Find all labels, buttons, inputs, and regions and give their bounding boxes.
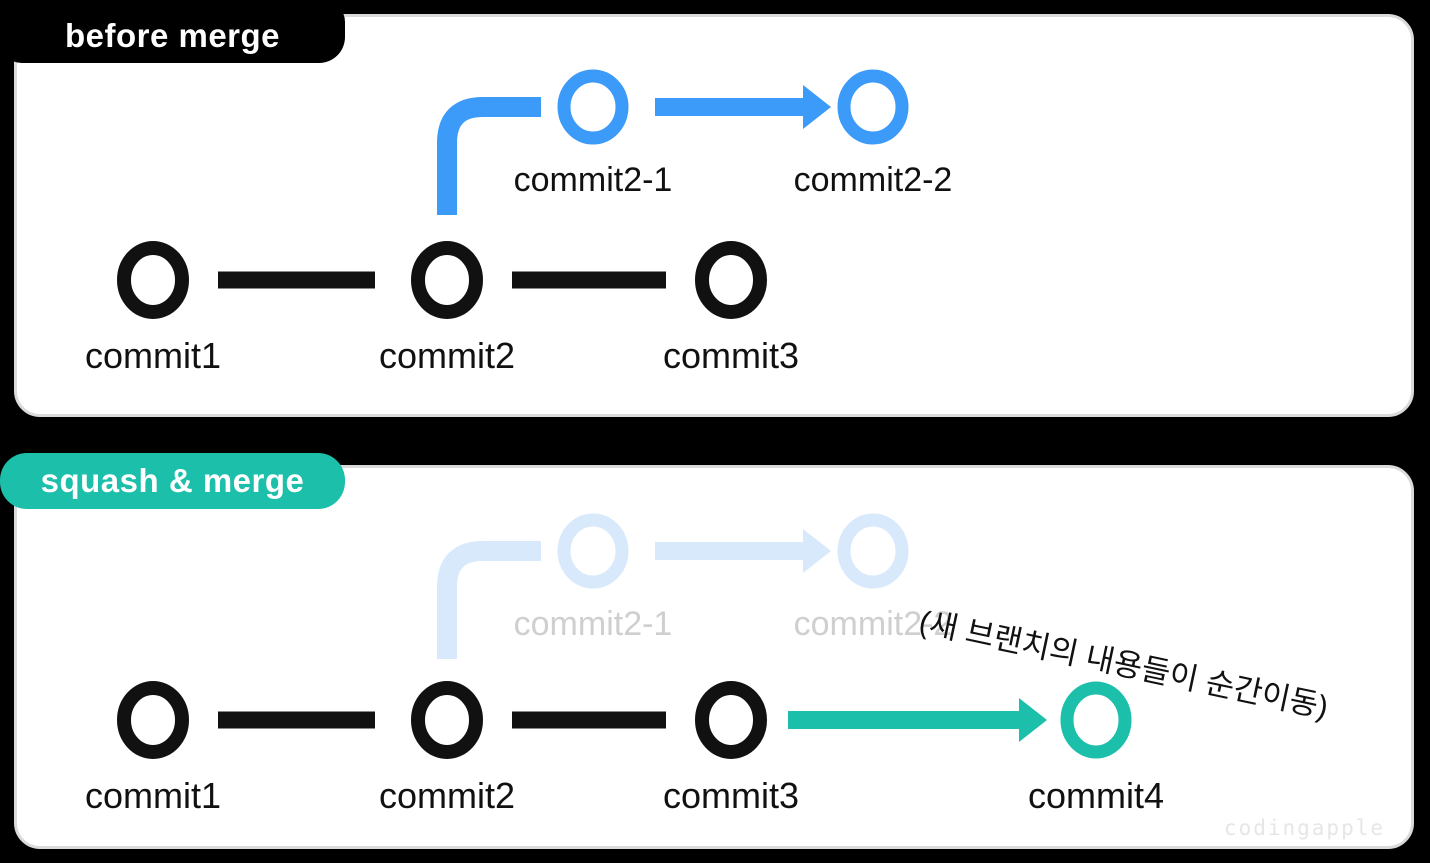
commit-label-3: commit3 <box>663 335 799 376</box>
badge-squash-merge-label: squash & merge <box>40 462 305 499</box>
branch-label-commit2-1: commit2-1 <box>514 161 673 199</box>
commit-label-1: commit1 <box>85 775 221 816</box>
panel-squash-merge: commit2-1 commit2-2 commit1 commit2 comm… <box>14 465 1414 849</box>
before-merge-diagram: commit2-1 commit2-2 commit1 commit2 comm… <box>85 69 953 376</box>
commit-label-2: commit2 <box>379 335 515 376</box>
codingapple-watermark: codingapple <box>1223 816 1385 840</box>
badge-before-merge: before merge <box>0 0 345 63</box>
commit-node-1 <box>117 241 189 319</box>
faded-branch-arrow-head <box>803 529 831 573</box>
commit-node-1 <box>117 681 189 759</box>
commit-label-4: commit4 <box>1028 775 1164 816</box>
branch-elbow-connector <box>437 97 541 215</box>
faded-branch-label-commit2-1: commit2-1 <box>514 605 673 643</box>
badge-squash-merge: squash & merge <box>0 453 345 509</box>
commit-node-2 <box>411 241 483 319</box>
panel-before-merge: commit2-1 commit2-2 commit1 commit2 comm… <box>14 14 1414 417</box>
commit-node-3 <box>695 681 767 759</box>
commit-label-3: commit3 <box>663 775 799 816</box>
faded-branch-label-commit2-2: commit2-2 <box>794 605 953 643</box>
commit-label-2: commit2 <box>379 775 515 816</box>
branch-label-commit2-2: commit2-2 <box>794 161 953 199</box>
commit-node-2-1 <box>557 69 629 145</box>
faded-branch-elbow-connector <box>437 541 541 659</box>
commit-node-2-2 <box>837 69 909 145</box>
merge-arrow-head <box>1019 698 1047 742</box>
squash-merge-diagram: commit2-1 commit2-2 commit1 commit2 comm… <box>85 513 1164 816</box>
faded-commit-node-2-2 <box>837 513 909 589</box>
commit-node-3 <box>695 241 767 319</box>
commit-label-1: commit1 <box>85 335 221 376</box>
commit-node-2 <box>411 681 483 759</box>
commit-node-4 <box>1060 681 1132 759</box>
faded-commit-node-2-1 <box>557 513 629 589</box>
branch-arrow-head <box>803 85 831 129</box>
badge-before-merge-label: before merge <box>64 16 281 54</box>
